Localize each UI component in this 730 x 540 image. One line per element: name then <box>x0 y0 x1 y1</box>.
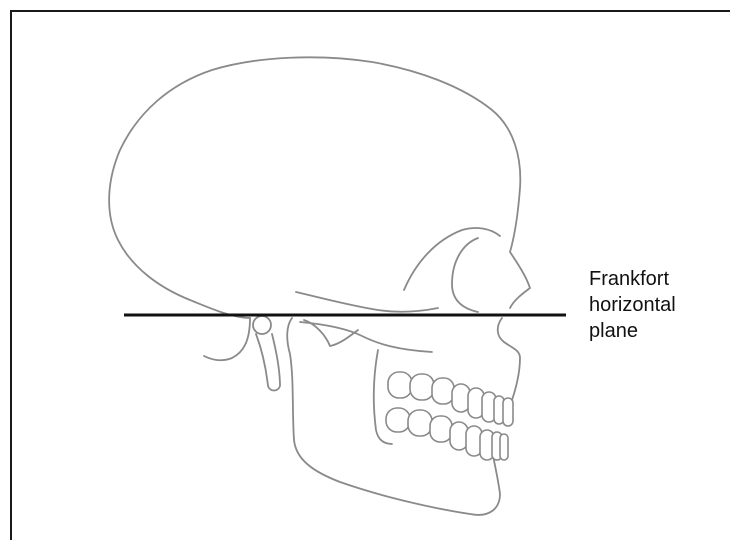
maxilla-front <box>498 318 520 400</box>
zygomatic-arch-upper <box>296 292 438 312</box>
mastoid-process <box>256 334 280 391</box>
ear-canal <box>253 316 271 334</box>
orbit-outline <box>452 238 478 312</box>
mandible-ramus-front <box>304 320 358 346</box>
zygomatic-arch-lower <box>300 322 432 352</box>
occipital-curve <box>204 318 250 360</box>
cranium-outline <box>109 57 530 318</box>
frankfort-plane-label: Frankfort horizontal plane <box>589 266 724 344</box>
